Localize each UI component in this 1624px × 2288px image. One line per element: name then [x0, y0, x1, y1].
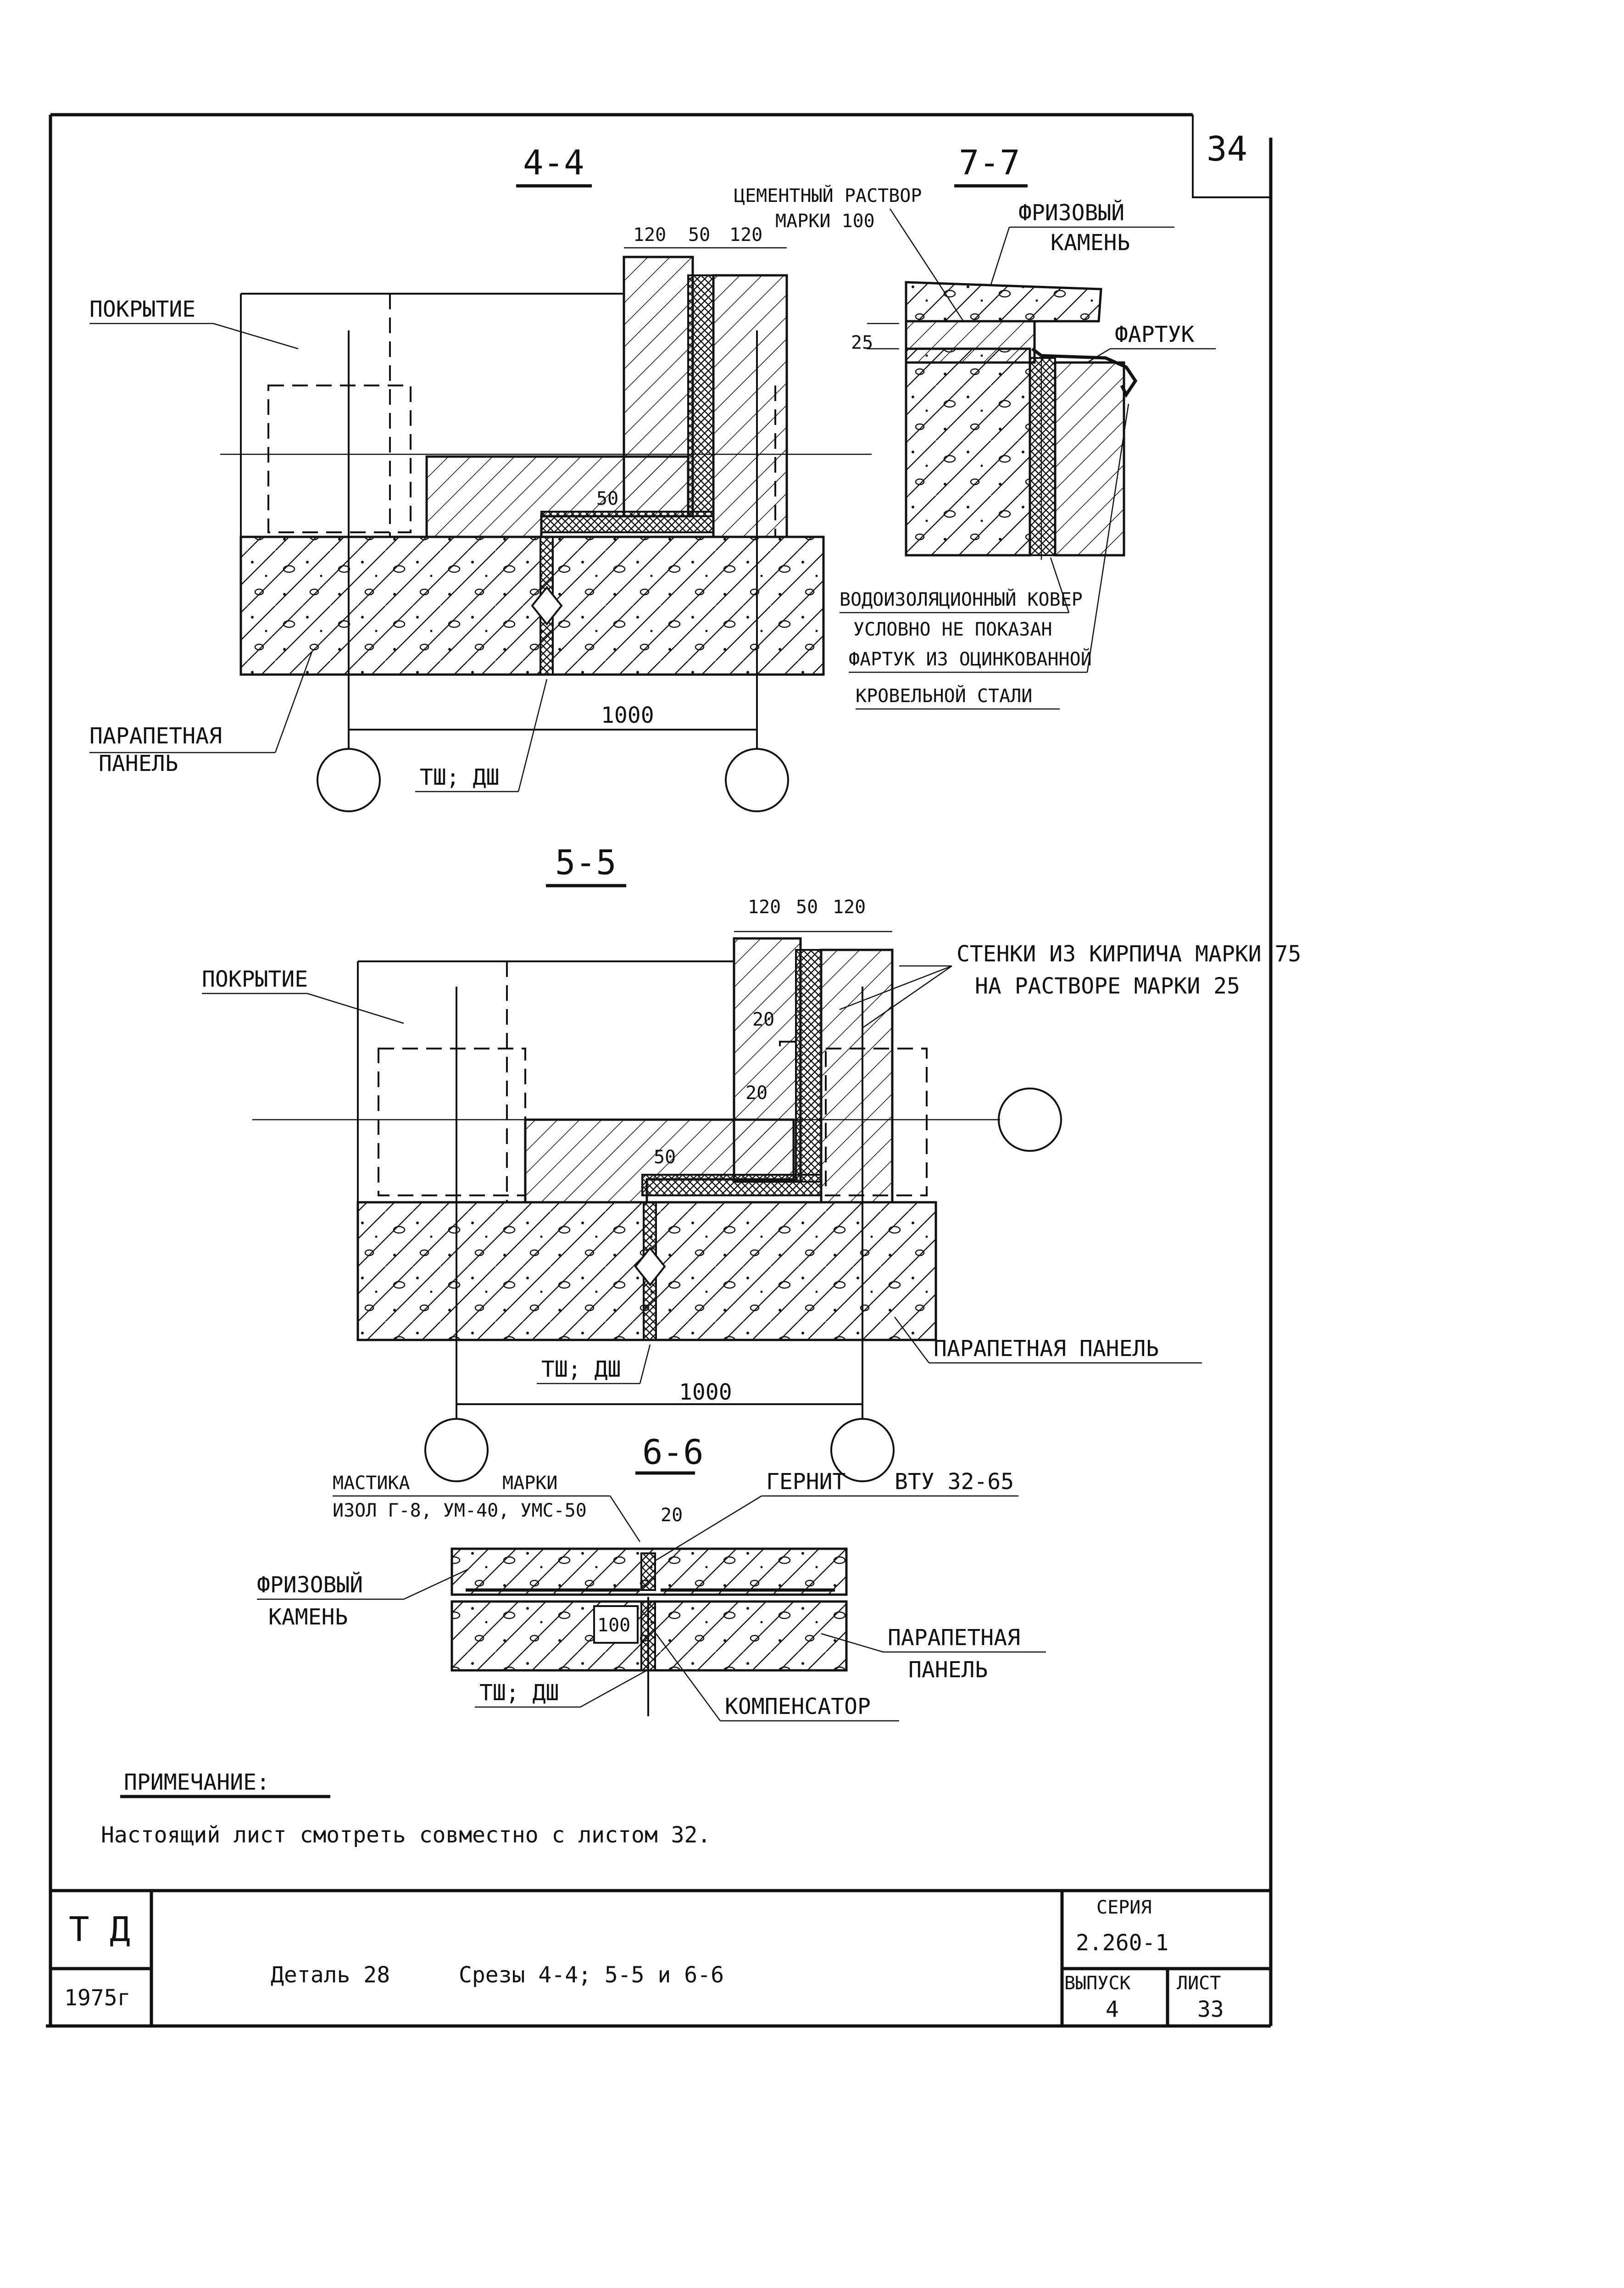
section-4-4: 4-4 120 50 120 50 1000 ПОКРЫТИЕ [89, 143, 872, 812]
s77-label-mortar-2: МАРКИ 100 [775, 211, 875, 232]
s77-note-3: ФАРТУК ИЗ ОЦИНКОВАННОЙ [849, 648, 1092, 670]
s44-dim-120a: 120 [633, 224, 666, 246]
issue-label: ВЫПУСК [1064, 1973, 1131, 1994]
title-line-2: Срезы 4-4; 5-5 и 6-6 [459, 1962, 724, 1988]
s55-label-walls-1: СТЕНКИ ИЗ КИРПИЧА МАРКИ 75 [957, 941, 1301, 967]
s55-dim-50: 50 [796, 897, 818, 918]
sheet-number: 34 [1207, 129, 1247, 169]
s77-label-apron: ФАРТУК [1115, 322, 1194, 347]
section-7-7-title: 7-7 [959, 143, 1020, 183]
s77-note-1: ВОДОИЗОЛЯЦИОННЫЙ КОВЕР [840, 588, 1083, 610]
section-6-6-title: 6-6 [642, 1433, 704, 1472]
sheet-value: 33 [1197, 1997, 1224, 2022]
s66-dim-20: 20 [661, 1505, 683, 1526]
s66-dim-100: 100 [597, 1615, 630, 1636]
issue-value: 4 [1106, 1997, 1119, 2022]
s66-label-joint: ТШ; ДШ [479, 1680, 559, 1706]
s66-label-panel-2: ПАНЕЛЬ [908, 1657, 988, 1683]
s77-label-stone-1: ФРИЗОВЫЙ [1018, 200, 1124, 226]
s77-label-mortar-1: ЦЕМЕНТНЫЙ РАСТВОР [734, 184, 922, 206]
sheet-frame [46, 113, 1273, 2028]
s44-label-joint: ТШ; ДШ [420, 765, 499, 790]
section-6-6: 6-6 МАСТИКА МАРКИ ИЗОЛ Г-8, УМ-40, УМС-5… [257, 1433, 1046, 1722]
s55-dim-50-vert: 50 [654, 1147, 676, 1168]
s44-dim-120b: 120 [729, 224, 762, 246]
s55-dim-120b: 120 [833, 897, 866, 918]
s44-dim-1000: 1000 [601, 703, 654, 728]
s66-label-mastic-2: МАРКИ [502, 1473, 557, 1494]
s66-label-mastic-3: ИЗОЛ Г-8, УМ-40, УМС-50 [333, 1500, 587, 1521]
s66-label-comp: КОМПЕНСАТОР [725, 1694, 871, 1719]
s55-dim-20a: 20 [752, 1009, 774, 1030]
s55-dim-120a: 120 [748, 897, 781, 918]
s66-label-gernit: ГЕРНИТ [766, 1469, 845, 1495]
s44-dim-50: 50 [688, 224, 710, 246]
title-org: Т Д [69, 1910, 130, 1949]
title-year: 1975г [64, 1985, 131, 2011]
section-4-4-title: 4-4 [523, 143, 584, 183]
section-5-5: 5-5 120 50 120 20 20 50 1000 [202, 843, 1301, 1482]
s44-dim-50-vert: 50 [596, 488, 618, 509]
series-value: 2.260-1 [1076, 1930, 1168, 1956]
s66-label-stone-2: КАМЕНЬ [268, 1604, 348, 1630]
s55-dim-1000: 1000 [679, 1379, 732, 1405]
note-text: Настоящий лист смотреть совместно с лист… [101, 1822, 711, 1848]
s55-dim-20b: 20 [745, 1083, 768, 1104]
section-7-7: 7-7 ЦЕМЕНТНЫЙ РАСТВОР МАРКИ 100 ФРИЗОВЫЙ… [734, 143, 1216, 710]
s44-label-panel-1: ПАРАПЕТНАЯ [89, 723, 222, 749]
s55-label-panel: ПАРАПЕТНАЯ ПАНЕЛЬ [934, 1336, 1159, 1362]
title-line-1: Деталь 28 [271, 1962, 390, 1988]
s44-label-panel-2: ПАНЕЛЬ [99, 751, 178, 776]
s44-label-roof: ПОКРЫТИЕ [89, 296, 195, 322]
s55-label-walls-2: НА РАСТВОРЕ МАРКИ 25 [975, 973, 1240, 999]
title-block: Т Д 1975г Деталь 28 Срезы 4-4; 5-5 и 6-6… [50, 1889, 1271, 2026]
s77-note-2: УСЛОВНО НЕ ПОКАЗАН [853, 619, 1052, 640]
s66-label-mastic-1: МАСТИКА [333, 1473, 410, 1494]
s77-note-4: КРОВЕЛЬНОЙ СТАЛИ [856, 685, 1032, 707]
section-5-5-title: 5-5 [555, 843, 617, 882]
s77-dim-25: 25 [851, 332, 873, 353]
s55-label-roof: ПОКРЫТИЕ [202, 966, 308, 992]
s66-label-vtu: ВТУ 32-65 [895, 1469, 1014, 1495]
series-label: СЕРИЯ [1096, 1897, 1151, 1918]
sheet-label: ЛИСТ [1177, 1973, 1221, 1994]
note-block: ПРИМЕЧАНИЕ: Настоящий лист смотреть совм… [101, 1769, 711, 1848]
s77-label-stone-2: КАМЕНЬ [1051, 230, 1130, 256]
note-heading: ПРИМЕЧАНИЕ: [124, 1769, 270, 1795]
s66-label-stone-1: ФРИЗОВЫЙ [257, 1572, 363, 1598]
s55-label-joint: ТШ; ДШ [541, 1356, 621, 1382]
s66-label-panel-1: ПАРАПЕТНАЯ [888, 1625, 1020, 1651]
